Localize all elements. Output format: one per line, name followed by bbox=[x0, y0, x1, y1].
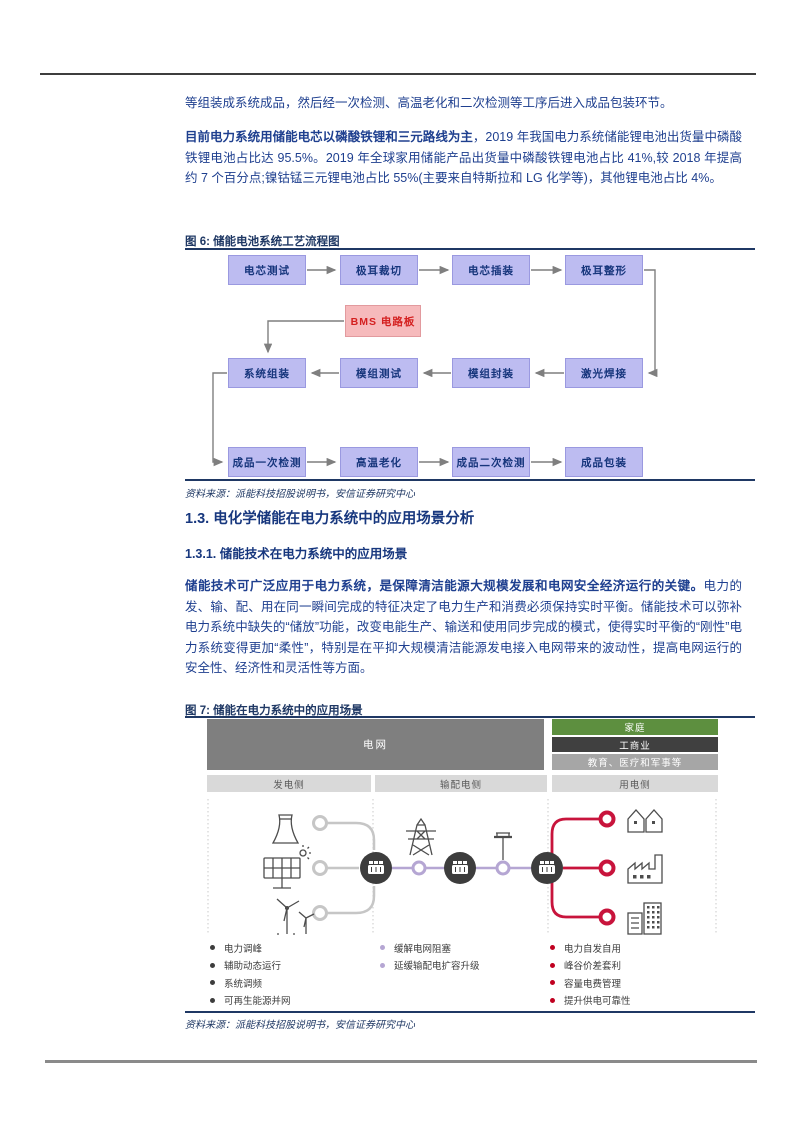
flowchart-connectors bbox=[212, 265, 658, 467]
bullet-label: 电力自发自用 bbox=[564, 943, 622, 955]
flow-step-tab-shaping: 极耳整形 bbox=[565, 255, 643, 285]
user-group-home: 家庭 bbox=[552, 719, 718, 735]
header-transmission-side: 输配电侧 bbox=[375, 775, 547, 792]
bullets-transmission: 缓解电网阻塞 延缓输配电扩容升级 bbox=[380, 939, 480, 974]
bullet-label: 辅助动态运行 bbox=[224, 961, 282, 973]
bullet-label: 缓解电网阻塞 bbox=[394, 943, 452, 955]
paragraph-rest: 电力的发、输、配、用在同一瞬间完成的特征决定了电力生产和消费必须保持实时平衡。储… bbox=[185, 579, 742, 675]
list-item: 容量电费管理 bbox=[550, 974, 631, 992]
paragraph-bold-lead: 目前电力系统用储能电芯以磷酸铁锂和三元路线为主 bbox=[185, 130, 473, 144]
column-headers: 发电侧 输配电侧 用电侧 bbox=[207, 775, 718, 792]
flow-step-tab-cutting: 极耳裁切 bbox=[340, 255, 418, 285]
list-item: 延缓输配电扩容升级 bbox=[380, 957, 480, 975]
flow-step-laser-welding: 激光焊接 bbox=[565, 358, 643, 388]
user-lines bbox=[550, 817, 600, 919]
flow-step-bms-board: BMS 电路板 bbox=[345, 305, 421, 337]
bullet-dot bbox=[550, 962, 555, 968]
user-groups-stack: 家庭 工商业 教育、医疗和军事等 bbox=[552, 719, 718, 770]
section-heading-1-3: 1.3. 电化学储能在电力系统中的应用场景分析 bbox=[185, 511, 475, 527]
flow-step-high-temp-aging: 高温老化 bbox=[340, 447, 418, 477]
flow-step-second-inspection: 成品二次检测 bbox=[452, 447, 530, 477]
figure7-title: 图 7: 储能在电力系统中的应用场景 bbox=[185, 705, 363, 717]
bullet-dot bbox=[210, 997, 215, 1003]
flow-step-first-inspection: 成品一次检测 bbox=[228, 447, 306, 477]
user-group-industry: 工商业 bbox=[552, 737, 718, 752]
figure7-title-rule bbox=[185, 716, 755, 718]
list-item: 电力自发自用 bbox=[550, 939, 631, 957]
figure7-diagram: 电网 家庭 工商业 教育、医疗和军事等 发电侧 输配电侧 用电侧 bbox=[207, 719, 718, 937]
figure6-bottom-rule bbox=[185, 479, 755, 481]
section-heading-1-3-1: 1.3.1. 储能技术在电力系统中的应用场景 bbox=[185, 547, 408, 561]
list-item: 电力调峰 bbox=[210, 939, 291, 957]
figure7-source: 资料来源：派能科技招股说明书，安信证券研究中心 bbox=[185, 1020, 415, 1031]
flow-step-cell-test: 电芯测试 bbox=[228, 255, 306, 285]
figure6-title: 图 6: 储能电池系统工艺流程图 bbox=[185, 236, 340, 248]
bullet-dot bbox=[550, 980, 555, 986]
header-generation-side: 发电侧 bbox=[207, 775, 371, 792]
list-item: 缓解电网阻塞 bbox=[380, 939, 480, 957]
bullet-label: 系统调频 bbox=[224, 978, 263, 990]
page-bottom-rule bbox=[45, 1060, 757, 1063]
bullet-dot bbox=[550, 997, 555, 1003]
bullet-label: 提升供电可靠性 bbox=[564, 996, 631, 1008]
bullet-dot bbox=[550, 945, 555, 951]
list-item: 系统调频 bbox=[210, 974, 291, 992]
header-user-side: 用电侧 bbox=[552, 775, 718, 792]
paragraph-storage-role: 储能技术可广泛应用于电力系统，是保障清洁能源大规模发展和电网安全经济运行的关键。… bbox=[185, 576, 742, 679]
list-item: 可再生能源并网 bbox=[210, 992, 291, 1010]
user-group-education: 教育、医疗和军事等 bbox=[552, 754, 718, 770]
figure6-flowchart: 电芯测试 极耳裁切 电芯插装 极耳整形 BMS 电路板 系统组装 模组测试 模组… bbox=[185, 253, 755, 479]
figure6-source: 资料来源：派能科技招股说明书，安信证券研究中心 bbox=[185, 489, 415, 500]
bullet-label: 峰谷价差套利 bbox=[564, 961, 622, 973]
battery-node-icon bbox=[360, 852, 392, 884]
user-nodes bbox=[598, 810, 616, 926]
bullet-label: 可再生能源并网 bbox=[224, 996, 291, 1008]
flow-step-cell-insert: 电芯插装 bbox=[452, 255, 530, 285]
utility-pole-icon bbox=[494, 832, 512, 860]
cooling-tower-icon bbox=[271, 814, 300, 844]
bullet-dot bbox=[210, 980, 215, 986]
houses-icon bbox=[627, 809, 663, 833]
bullet-dot bbox=[380, 962, 385, 968]
page-top-rule bbox=[40, 73, 756, 75]
list-item: 提升供电可靠性 bbox=[550, 992, 631, 1010]
flow-step-module-sealing: 模组封装 bbox=[452, 358, 530, 388]
bullet-label: 延缓输配电扩容升级 bbox=[394, 961, 480, 973]
paragraph-rest: ，2019 年我国电力系统储能锂电池出货量中磷酸铁锂电池占比达 95.5%。20… bbox=[185, 130, 742, 185]
battery-node-icon bbox=[444, 852, 476, 884]
paragraph-bold-lead: 储能技术可广泛应用于电力系统，是保障清洁能源大规模发展和电网安全经济运行的关键。 bbox=[185, 579, 704, 593]
grid-box: 电网 bbox=[207, 719, 544, 770]
flow-step-module-test: 模组测试 bbox=[340, 358, 418, 388]
bullet-label: 容量电费管理 bbox=[564, 978, 622, 990]
solar-panel-icon bbox=[263, 845, 311, 889]
figure6-title-rule bbox=[185, 248, 755, 250]
power-system-diagram bbox=[207, 795, 718, 937]
battery-node-icon bbox=[531, 852, 563, 884]
power-system-svg bbox=[207, 799, 717, 935]
paragraph-assembly: 等组装成系统成品，然后经一次检测、高温老化和二次检测等工序后进入成品包装环节。 bbox=[185, 96, 673, 110]
paragraph-battery-share: 目前电力系统用储能电芯以磷酸铁锂和三元路线为主，2019 年我国电力系统储能锂电… bbox=[185, 127, 742, 189]
list-item: 辅助动态运行 bbox=[210, 957, 291, 975]
flow-step-system-assembly: 系统组装 bbox=[228, 358, 306, 388]
transmission-tower-icon bbox=[406, 817, 436, 856]
wind-turbine-icon bbox=[276, 898, 315, 935]
transmission-nodes bbox=[411, 860, 511, 876]
bullet-dot bbox=[380, 945, 385, 951]
office-building-icon bbox=[627, 902, 662, 935]
generation-nodes bbox=[312, 815, 328, 921]
bullets-user: 电力自发自用 峰谷价差套利 容量电费管理 提升供电可靠性 bbox=[550, 939, 631, 1009]
figure7-bullet-lists: 电力调峰 辅助动态运行 系统调频 可再生能源并网 缓解电网阻塞 延缓输配电扩容升… bbox=[185, 939, 755, 1011]
bullet-dot bbox=[210, 962, 215, 968]
list-item: 峰谷价差套利 bbox=[550, 957, 631, 975]
bullet-dot bbox=[210, 945, 215, 951]
bullet-label: 电力调峰 bbox=[224, 943, 263, 955]
factory-icon bbox=[627, 854, 663, 884]
flow-step-packaging: 成品包装 bbox=[565, 447, 643, 477]
figure7-bottom-rule bbox=[185, 1011, 755, 1013]
generation-lines bbox=[327, 821, 376, 915]
bullets-generation: 电力调峰 辅助动态运行 系统调频 可再生能源并网 bbox=[210, 939, 291, 1009]
